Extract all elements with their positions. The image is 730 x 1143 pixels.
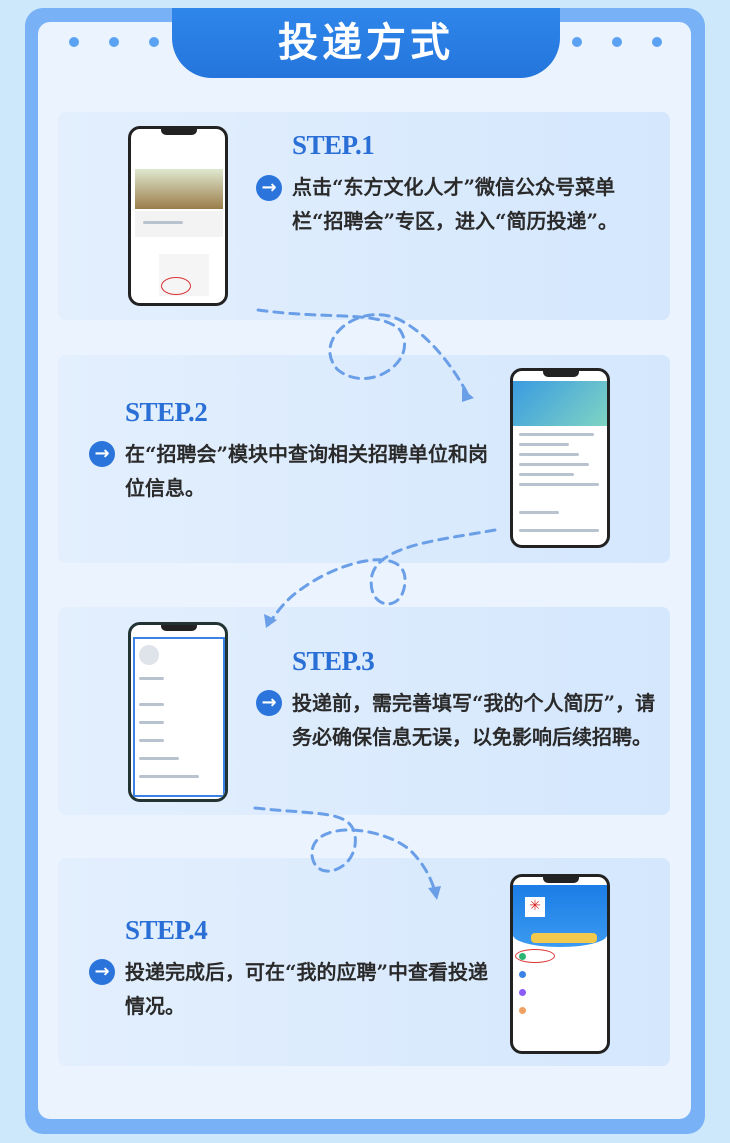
decor-dot (572, 37, 582, 47)
step-2-text: 在“招聘会”模块中查询相关招聘单位和岗位信息。 (125, 442, 489, 500)
arrowhead-icon (264, 614, 277, 628)
step-3-phone-screenshot (128, 622, 228, 802)
step-4-text: 投递完成后，可在“我的应聘”中查看投递情况。 (125, 960, 489, 1018)
page-title: 投递方式 (172, 8, 560, 78)
decor-dot (69, 37, 79, 47)
step-4-title: STEP.4 (125, 915, 208, 945)
step-3-title: STEP.3 (292, 646, 375, 676)
connector-1-2 (256, 308, 470, 397)
arrow-right-circle-icon: → (89, 441, 115, 467)
step-2-title: STEP.2 (125, 397, 208, 427)
arrow-right-circle-icon: → (89, 959, 115, 985)
step-4-phone-screenshot: ✳ (510, 874, 610, 1054)
decor-dot (149, 37, 159, 47)
step-3-text: 投递前，需完善填写“我的个人简历”，请务必确保信息无误，以免影响后续招聘。 (292, 691, 656, 749)
decor-dot (109, 37, 119, 47)
decor-dot (652, 37, 662, 47)
step-2-phone-screenshot (510, 368, 610, 548)
step-1-text: 点击“东方文化人才”微信公众号菜单栏“招聘会”专区，进入“简历投递”。 (292, 175, 619, 233)
connector-3-4 (253, 806, 438, 897)
connector-2-3 (266, 528, 497, 627)
arrowhead-icon (462, 388, 474, 402)
step-1-title: STEP.1 (292, 130, 375, 160)
decor-dot (612, 37, 622, 47)
arrow-right-circle-icon: → (256, 690, 282, 716)
arrowhead-icon (428, 886, 441, 900)
arrow-right-circle-icon: → (256, 175, 282, 201)
step-1-phone-screenshot (128, 126, 228, 306)
